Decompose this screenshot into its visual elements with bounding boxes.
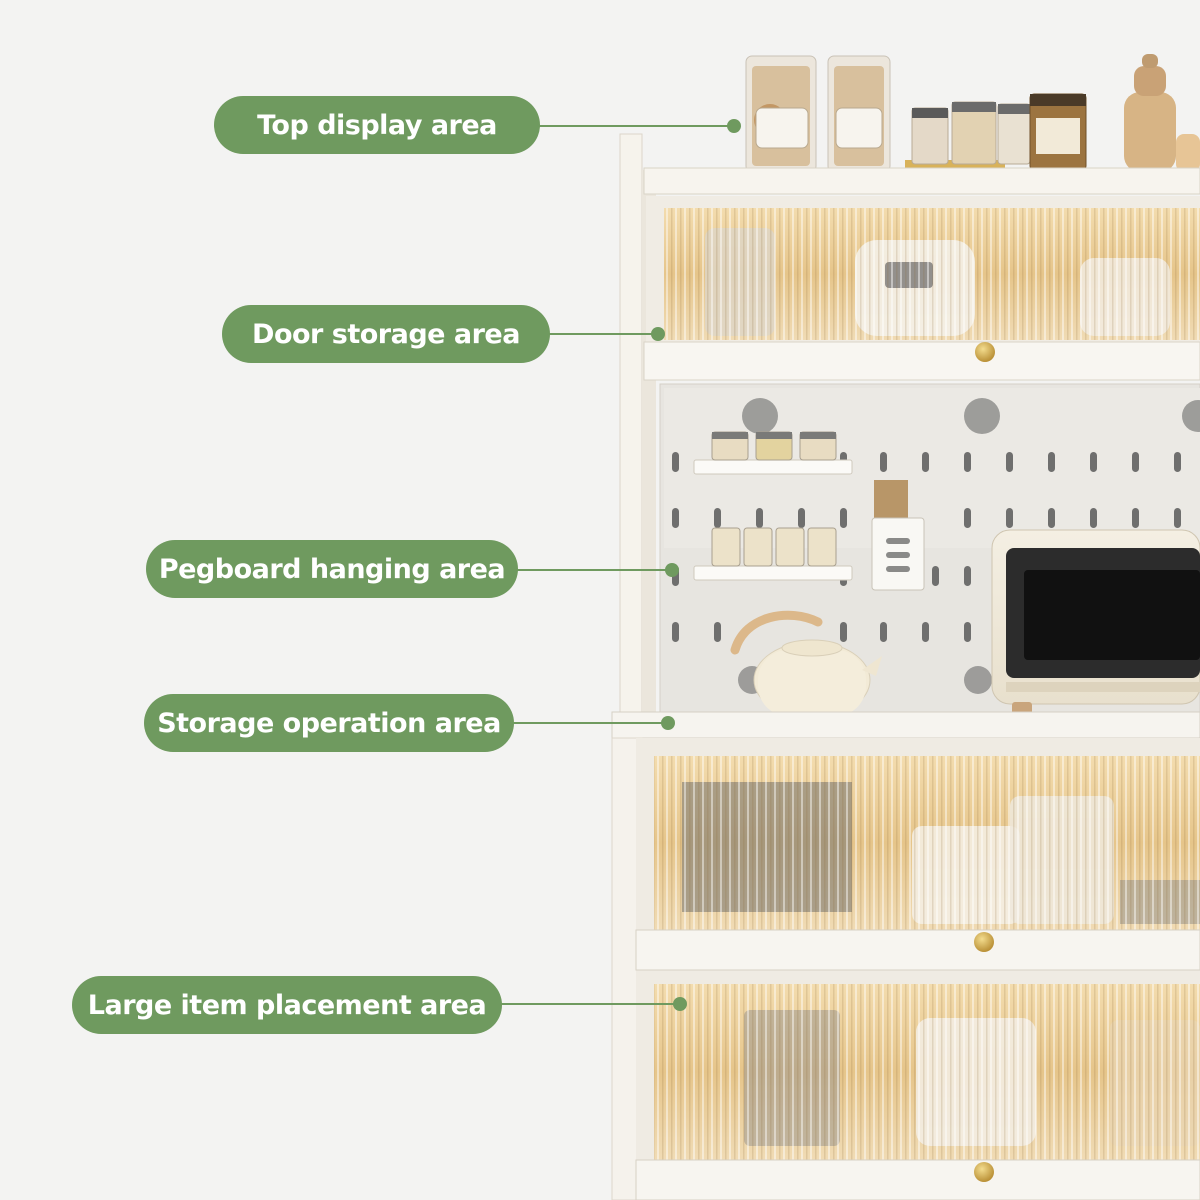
toaster-oven bbox=[991, 529, 1200, 716]
lower-glass-door bbox=[654, 984, 1200, 1160]
top-display-items bbox=[745, 54, 1200, 173]
operation-countertop bbox=[611, 711, 1200, 739]
kettle bbox=[730, 610, 882, 719]
callout-connectors bbox=[500, 125, 732, 1005]
callout-storage-operation: Storage operation area bbox=[144, 694, 514, 752]
door-knob bbox=[975, 342, 995, 362]
callout-dots bbox=[651, 119, 741, 1011]
callout-pegboard-hanging: Pegboard hanging area bbox=[146, 540, 518, 598]
upper-glass-door bbox=[664, 208, 1200, 340]
callout-top-display: Top display area bbox=[214, 96, 540, 154]
door-knob bbox=[974, 932, 994, 952]
middle-shelf bbox=[635, 929, 1200, 971]
middle-glass-door bbox=[654, 756, 1200, 930]
callout-large-item: Large item placement area bbox=[72, 976, 502, 1034]
door-knob bbox=[974, 1162, 994, 1182]
bottom-shelf bbox=[635, 1159, 1200, 1200]
upper-shelf bbox=[643, 341, 1200, 381]
callout-door-storage: Door storage area bbox=[222, 305, 550, 363]
